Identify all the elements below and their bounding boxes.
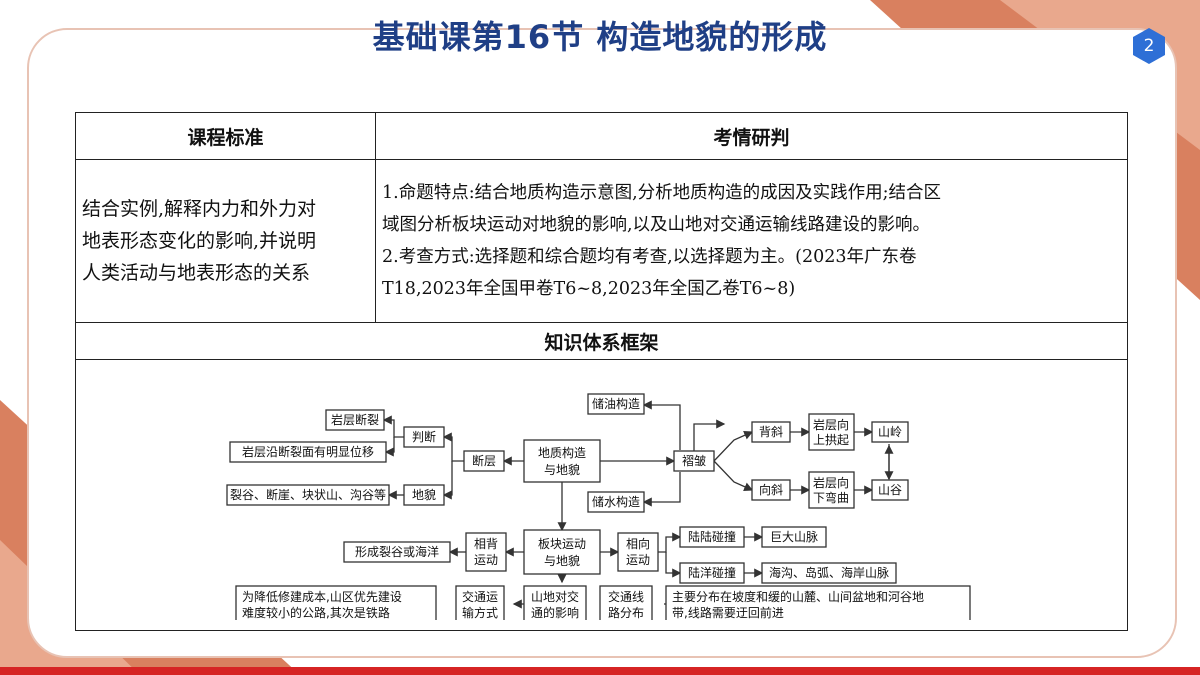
svg-text:路分布: 路分布 [608, 605, 644, 620]
box-yanyan: 岩层沿断裂面有明显位移 [229, 441, 387, 463]
box-haigou: 海沟、岛弧、海岸山脉 [761, 562, 897, 584]
svg-text:输方式: 输方式 [462, 605, 498, 620]
analysis-line: 1.命题特点:结合地质构造示意图,分析地质构造的成因及实践作用;结合区 [382, 183, 942, 203]
page-title: 基础课第16节 构造地貌的形成 [372, 18, 828, 56]
standard-cell: 结合实例,解释内力和外力对 地表形态变化的影响,并说明 人类活动与地表形态的关系 [75, 159, 376, 323]
svg-text:形成裂谷或海洋: 形成裂谷或海洋 [355, 544, 439, 559]
svg-text:运动: 运动 [474, 553, 498, 567]
box-weijiang: 为降低修建成本,山区优先建设 难度较小的公路,其次是铁路 [235, 585, 437, 620]
analysis-line: T18,2023年全国甲卷T6~8,2023年全国乙卷T6~8) [382, 279, 796, 299]
svg-text:上拱起: 上拱起 [813, 433, 849, 447]
framework-title: 知识体系框架 [75, 322, 1128, 360]
box-panduan: 判断 [403, 426, 445, 448]
box-duanceng: 断层 [463, 450, 505, 472]
connector-lines [382, 400, 894, 609]
svg-text:褶皱: 褶皱 [682, 453, 706, 468]
svg-text:海沟、岛弧、海岸山脉: 海沟、岛弧、海岸山脉 [769, 565, 889, 580]
box-chushui: 储水构造 [587, 491, 645, 513]
svg-text:裂谷、断崖、块状山、沟谷等: 裂谷、断崖、块状山、沟谷等 [230, 487, 386, 502]
box-zhezhou: 褶皱 [673, 450, 715, 472]
svg-text:陆陆碰撞: 陆陆碰撞 [688, 529, 736, 544]
box-lulu: 陆陆碰撞 [679, 526, 745, 548]
analysis-line: 2.考查方式:选择题和综合题均有考查,以选择题为主。(2023年广东卷 [382, 247, 917, 267]
svg-text:地貌: 地貌 [412, 487, 436, 502]
svg-text:向斜: 向斜 [759, 482, 783, 497]
page-number-badge: 2 [1130, 27, 1168, 65]
svg-text:判断: 判断 [412, 429, 436, 444]
svg-text:陆洋碰撞: 陆洋碰撞 [688, 565, 736, 580]
standard-line: 人类活动与地表形态的关系 [82, 262, 311, 284]
box-jiaotong: 交通运 输方式 [455, 585, 505, 620]
svg-text:通的影响: 通的影响 [531, 605, 579, 620]
svg-text:断层: 断层 [472, 453, 496, 468]
box-xiangbei: 相背 运动 [465, 532, 507, 572]
svg-text:运动: 运动 [626, 553, 650, 567]
box-yanceng: 岩层断裂 [325, 409, 385, 431]
box-liegu: 裂谷、断崖、块状山、沟谷等 [226, 484, 390, 506]
svg-text:岩层向: 岩层向 [813, 417, 849, 432]
box-luyang: 陆洋碰撞 [679, 562, 745, 584]
box-shanling: 山岭 [871, 421, 909, 443]
svg-text:地质构造: 地质构造 [538, 445, 586, 460]
header-standard: 课程标准 [75, 112, 376, 160]
box-xiangxiang: 相向 运动 [617, 532, 659, 572]
svg-text:下弯曲: 下弯曲 [813, 490, 849, 505]
svg-text:带,线路需要迂回前进: 带,线路需要迂回前进 [672, 605, 784, 620]
svg-text:山地对交: 山地对交 [531, 589, 579, 604]
box-shandi: 山地对交 通的影响 [523, 585, 587, 620]
box-juda: 巨大山脉 [761, 526, 827, 548]
hexagon-icon [1133, 28, 1165, 64]
box-xiangxie: 向斜 [751, 479, 791, 501]
svg-text:山岭: 山岭 [878, 425, 902, 439]
svg-text:与地貌: 与地貌 [544, 462, 580, 477]
svg-text:山谷: 山谷 [878, 483, 902, 497]
bottom-accent-bar [0, 667, 1200, 675]
svg-text:难度较小的公路,其次是铁路: 难度较小的公路,其次是铁路 [242, 605, 390, 620]
box-xingcheng: 形成裂谷或海洋 [343, 541, 451, 563]
box-bankuai: 板块运动 与地貌 [523, 529, 601, 575]
svg-text:岩层断裂: 岩层断裂 [331, 412, 379, 427]
svg-text:岩层沿断裂面有明显位移: 岩层沿断裂面有明显位移 [242, 444, 374, 459]
box-shangu: 山谷 [871, 479, 909, 501]
svg-text:相背: 相背 [474, 537, 498, 551]
box-dimao: 地貌 [403, 484, 445, 506]
box-dizhi: 地质构造 与地貌 [523, 439, 601, 483]
box-xianlu: 交通线 路分布 [599, 585, 653, 620]
svg-text:储油构造: 储油构造 [592, 396, 640, 411]
analysis-cell: 1.命题特点:结合地质构造示意图,分析地质构造的成因及实践作用;结合区 域图分析… [375, 159, 1128, 323]
svg-text:相向: 相向 [626, 536, 650, 551]
box-chuyou: 储油构造 [587, 393, 645, 415]
svg-text:为降低修建成本,山区优先建设: 为降低修建成本,山区优先建设 [242, 589, 402, 604]
box-shanggong: 岩层向 上拱起 [808, 413, 855, 451]
framework-cell: 岩层断裂 岩层沿断裂面有明显位移 裂谷、断崖、块状山、沟谷等 判断 地貌 断层 [75, 359, 1128, 631]
box-zhuyao: 主要分布在坡度和缓的山麓、山间盆地和河谷地 带,线路需要迂回前进 [665, 585, 971, 620]
svg-text:背斜: 背斜 [759, 425, 783, 439]
svg-text:板块运动: 板块运动 [538, 537, 586, 551]
svg-text:交通运: 交通运 [462, 589, 498, 604]
knowledge-framework-diagram: 岩层断裂 岩层沿断裂面有明显位移 裂谷、断崖、块状山、沟谷等 判断 地貌 断层 [226, 393, 971, 620]
svg-text:主要分布在坡度和缓的山麓、山间盆地和河谷地: 主要分布在坡度和缓的山麓、山间盆地和河谷地 [672, 589, 924, 604]
svg-text:巨大山脉: 巨大山脉 [770, 529, 818, 544]
svg-text:储水构造: 储水构造 [592, 494, 640, 509]
header-analysis: 考情研判 [375, 112, 1128, 160]
svg-text:与地貌: 与地貌 [544, 553, 580, 568]
box-beixie: 背斜 [751, 421, 791, 443]
analysis-line: 域图分析板块运动对地貌的影响,以及山地对交通运输线路建设的影响。 [382, 215, 931, 235]
box-xiawan: 岩层向 下弯曲 [808, 471, 855, 509]
standard-line: 地表形态变化的影响,并说明 [82, 230, 317, 252]
course-table: 课程标准 考情研判 结合实例,解释内力和外力对 地表形态变化的影响,并说明 人类… [75, 112, 1128, 631]
svg-text:岩层向: 岩层向 [813, 475, 849, 490]
svg-text:交通线: 交通线 [608, 589, 644, 604]
page-number: 2 [1143, 36, 1155, 56]
standard-line: 结合实例,解释内力和外力对 [82, 198, 317, 220]
